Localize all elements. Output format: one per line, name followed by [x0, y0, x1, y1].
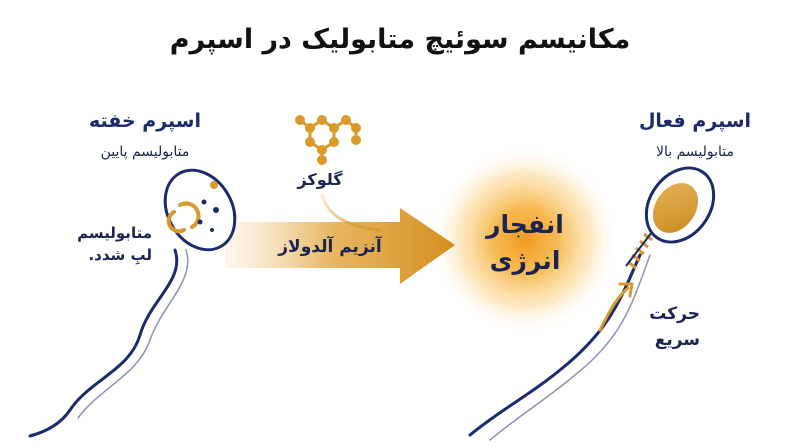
page-title: مکانیسم سوئیچ متابولیک در اسپرم — [169, 24, 631, 55]
dormant-note-line2: لبِ شدد. — [88, 246, 152, 264]
dormant-sperm-tail-outline — [77, 249, 189, 419]
mitochondria-icon-2 — [166, 210, 186, 234]
process-arrow — [225, 208, 455, 284]
active-heading: اسپرم فعال — [638, 110, 752, 132]
particle-dot — [213, 207, 219, 213]
glucose-label: گلوکز — [297, 170, 343, 189]
motion-label-line2: سریع — [654, 330, 700, 350]
dormant-note-line1: متابولیسم — [77, 224, 152, 242]
glucose-molecule-icon — [295, 115, 361, 165]
motion-label-line1: حرکت — [649, 304, 700, 324]
dormant-subheading: متابولیسم پایین — [100, 144, 190, 160]
dormant-sperm-tail — [28, 248, 179, 438]
particle-dot — [201, 199, 207, 205]
mitochondria-icon — [178, 201, 201, 229]
enzyme-label: آنزیم آلدولاز — [278, 237, 382, 257]
active-sperm-midpiece — [627, 232, 653, 270]
particle-dot — [197, 219, 203, 225]
energy-glow — [430, 145, 620, 335]
active-sperm-tail-outline — [489, 254, 651, 441]
dormant-sperm — [28, 168, 237, 438]
particle-dot — [210, 228, 214, 232]
active-subheading: متابولیسم بالا — [655, 144, 734, 160]
energy-burst-line2: انرژی — [489, 246, 561, 275]
active-sperm — [468, 166, 716, 441]
particle-dot — [210, 181, 218, 189]
active-sperm-nucleus — [652, 183, 699, 233]
energy-burst-line1: انفجار — [486, 210, 564, 239]
dormant-heading: اسپرم خفته — [89, 110, 201, 132]
motion-arrow — [598, 286, 630, 332]
glucose-flow-line — [320, 193, 382, 232]
motion-arrow-head — [618, 282, 634, 298]
